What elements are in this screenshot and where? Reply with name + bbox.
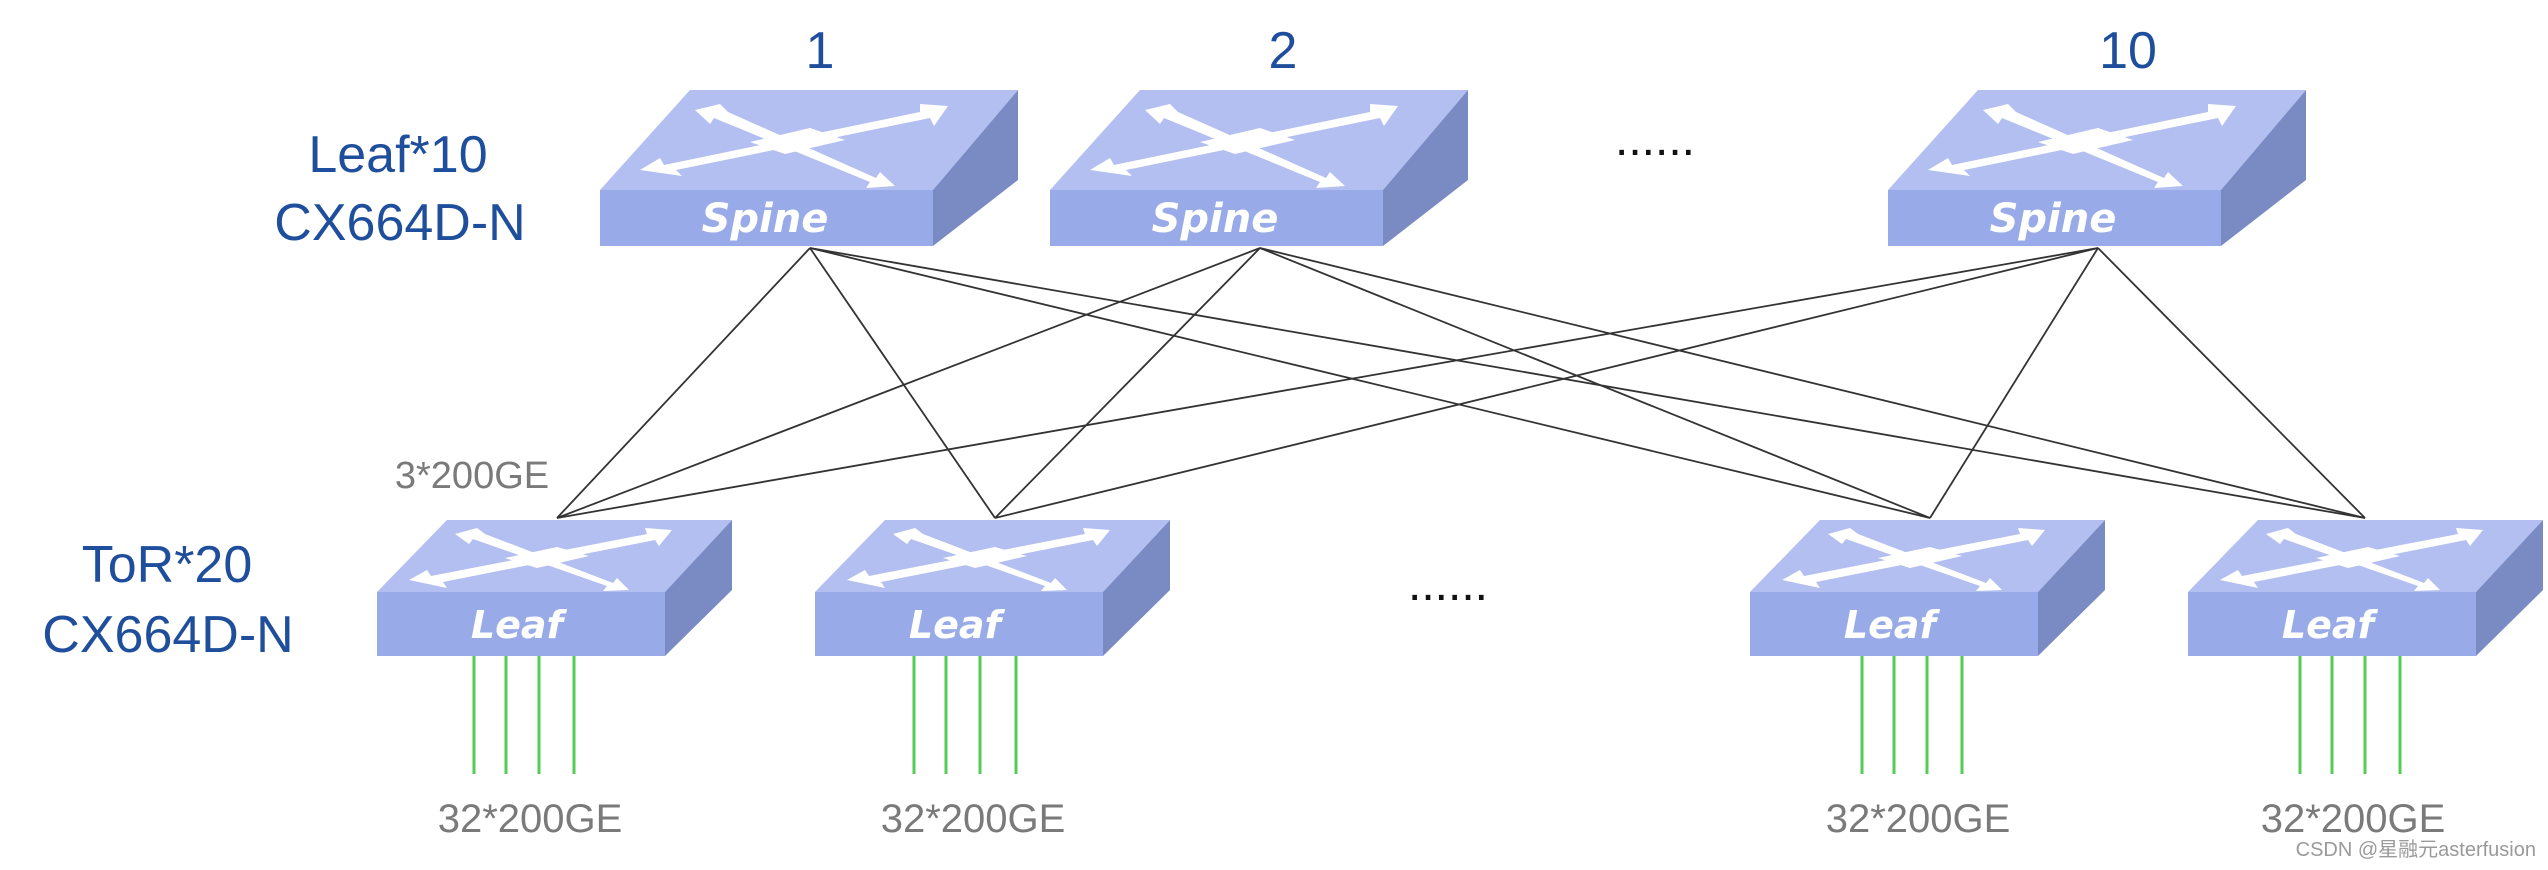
link — [809, 247, 996, 519]
spine-ellipsis: ...... — [1615, 113, 1695, 166]
leaf-model: CX664D-N — [42, 606, 293, 664]
watermark: CSDN @星融元asterfusion — [2296, 838, 2536, 861]
downlink-label-2: 32*200GE — [881, 797, 1066, 841]
link — [556, 247, 1261, 519]
spine-leaf-links — [556, 247, 2366, 519]
leaf-switch-2: Leaf — [815, 520, 1170, 656]
spine-switch-2: Spine — [1050, 90, 1468, 246]
spine-label: Spine — [702, 196, 829, 242]
leaf-role-title: ToR*20 — [82, 536, 253, 594]
downlink-label-1: 32*200GE — [438, 797, 623, 841]
link — [556, 247, 811, 519]
link — [1259, 247, 1931, 519]
leaf-label: Leaf — [909, 603, 1006, 647]
link — [1259, 247, 2366, 519]
downlink-label-4: 32*200GE — [2261, 797, 2446, 841]
leaf-ellipsis: ...... — [1408, 558, 1488, 611]
leaf-label: Leaf — [1844, 603, 1941, 647]
link — [994, 247, 2099, 519]
downlink-label-3: 32*200GE — [1826, 797, 2011, 841]
spine-switch-1: Spine — [600, 90, 1018, 246]
spine-switch-10: Spine — [1888, 90, 2306, 246]
leaf-switch-3: Leaf — [1750, 520, 2105, 656]
link — [809, 247, 2366, 519]
link — [556, 247, 2099, 519]
spine-label: Spine — [1990, 196, 2117, 242]
link — [2097, 247, 2366, 519]
link — [809, 247, 1931, 519]
spine-label: Spine — [1152, 196, 1279, 242]
leaf-switch-1: Leaf — [377, 520, 732, 656]
spine-number-10: 10 — [2099, 22, 2157, 80]
link — [1929, 247, 2099, 519]
spine-role-title: Leaf*10 — [308, 126, 487, 184]
leaf-switch-4: Leaf — [2188, 520, 2543, 656]
downlinks — [472, 656, 2402, 774]
leaf-label: Leaf — [2282, 603, 2379, 647]
link — [994, 247, 1261, 519]
spine-number-1: 1 — [806, 22, 835, 80]
spine-number-2: 2 — [1269, 22, 1298, 80]
uplink-label: 3*200GE — [395, 455, 549, 497]
spine-model: CX664D-N — [274, 194, 525, 252]
leaf-label: Leaf — [471, 603, 568, 647]
